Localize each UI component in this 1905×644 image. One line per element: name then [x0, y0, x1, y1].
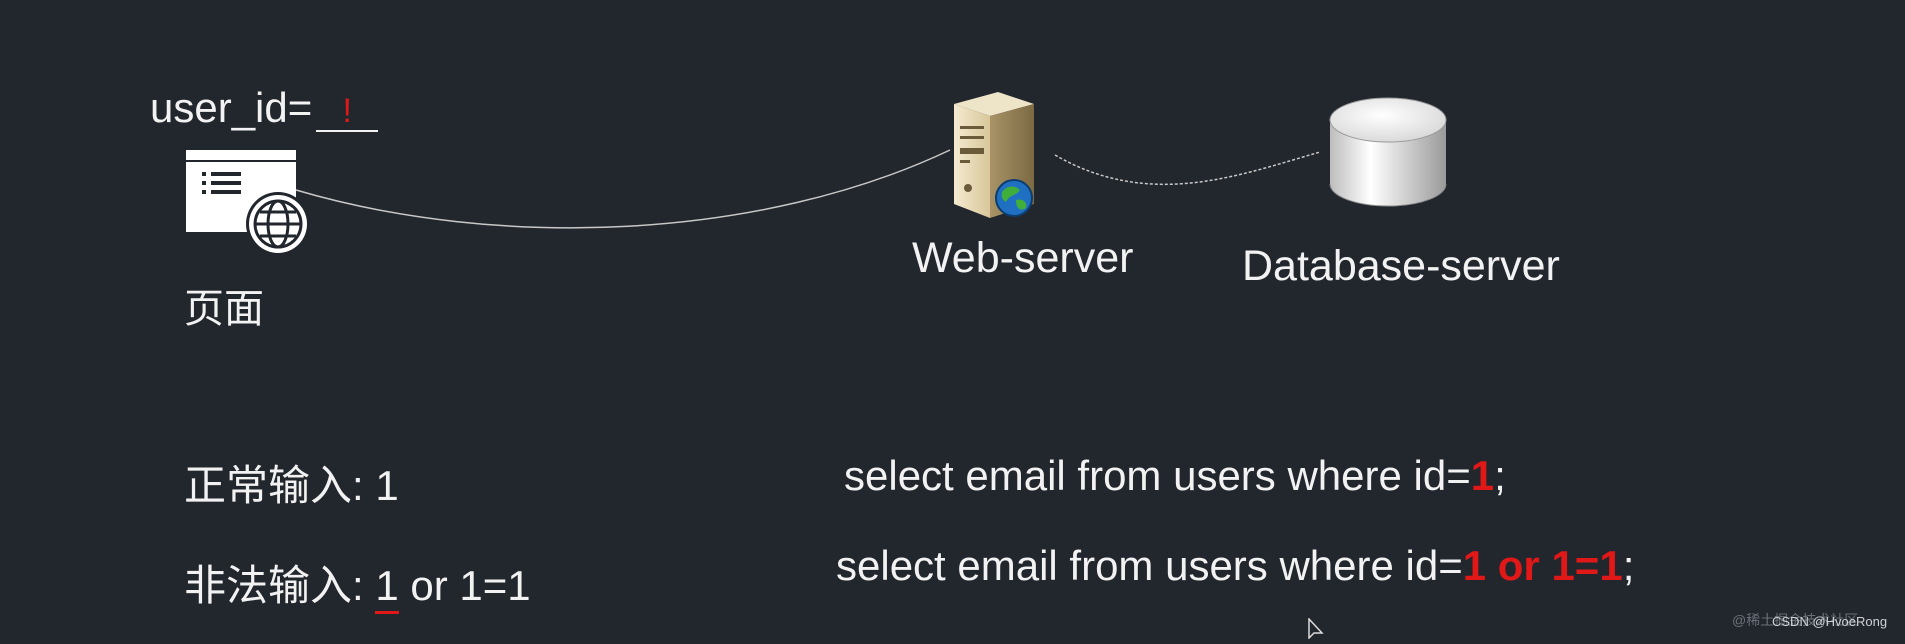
page-to-webserver-line — [295, 149, 951, 229]
database-icon — [1326, 92, 1450, 216]
illegal-input-label: 非法输入: — [184, 562, 364, 609]
normal-query-suffix: ; — [1494, 452, 1506, 499]
illegal-query-prefix: select email from users where id= — [836, 542, 1463, 589]
page-label: 页面 — [184, 287, 264, 331]
normal-query-prefix: select email from users where id= — [844, 452, 1471, 499]
illegal-query: select email from users where id=1 or 1=… — [836, 542, 1634, 590]
web-server-label: Web-server — [912, 234, 1134, 282]
csdn-credit: CSDN @HvoeRong — [1772, 614, 1888, 629]
mouse-cursor-icon — [1308, 617, 1324, 640]
illegal-input-row: 非法输入: 1 or 1=1 — [184, 552, 531, 614]
webserver-to-db-line — [1054, 151, 1321, 186]
illegal-query-highlight: 1 or 1=1 — [1462, 542, 1623, 589]
user-id-value: ! — [316, 89, 379, 132]
database-server-label: Database-server — [1242, 242, 1560, 290]
normal-query-highlight: 1 — [1470, 452, 1495, 499]
web-page-icon — [184, 148, 314, 258]
normal-query: select email from users where id=1; — [844, 452, 1506, 500]
normal-input-label: 正常输入: — [184, 462, 364, 509]
illegal-input-value-rest: or 1=1 — [410, 562, 531, 609]
user-id-label: user_id= — [150, 84, 313, 131]
server-icon — [946, 88, 1046, 224]
watermark: @稀土掘金技术社区 — [1732, 612, 1859, 628]
illegal-query-suffix: ; — [1622, 542, 1635, 589]
user-id-field: user_id=! — [150, 84, 379, 132]
normal-input-row: 正常输入: 1 — [184, 452, 399, 513]
normal-input-value: 1 — [375, 462, 399, 509]
illegal-input-value-underlined: 1 — [375, 562, 399, 614]
